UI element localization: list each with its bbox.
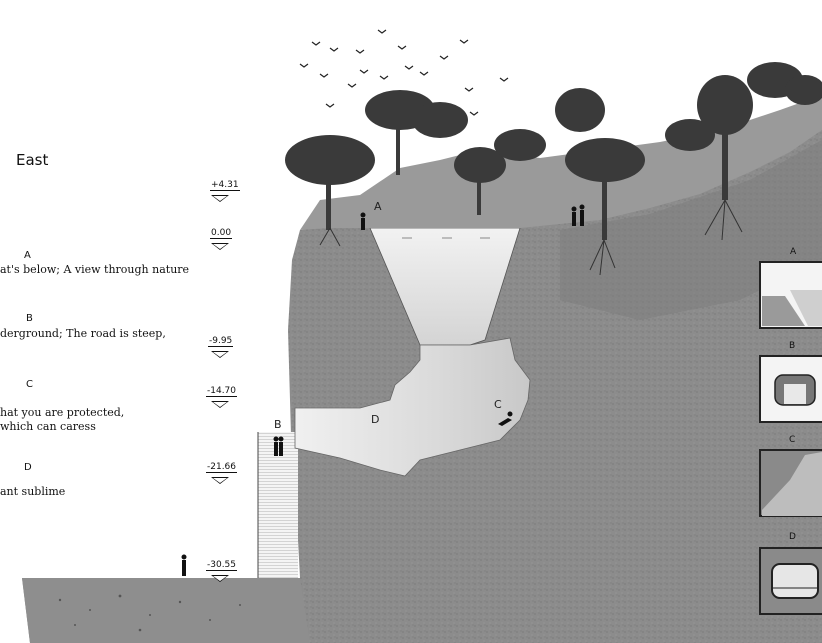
ground-speckles — [58, 594, 241, 632]
level-marker: +4.31 — [210, 180, 240, 191]
description-letter-c: C — [26, 379, 33, 390]
description-letter-b: B — [26, 313, 33, 324]
level-marker: -30.55 — [206, 560, 238, 571]
lower-ground — [22, 578, 310, 643]
level-arrow-icon — [211, 195, 229, 203]
level-arrow-icon — [211, 477, 229, 485]
description-a-text: at's below; A view through nature — [0, 263, 190, 276]
level-arrow-icon — [211, 351, 229, 359]
section-marker-b: B — [274, 418, 282, 431]
trees — [285, 62, 822, 240]
thumb-d-content — [771, 563, 819, 599]
grass-band — [300, 95, 822, 230]
thumb-c-content — [762, 452, 822, 516]
cavern-void — [294, 337, 531, 477]
description-letter-d: D — [24, 462, 32, 473]
level-marker: -21.66 — [206, 462, 238, 473]
roots — [319, 199, 743, 276]
section-marker-a: A — [374, 200, 382, 213]
thumb-a-content — [762, 296, 805, 326]
description-b-text: derground; The road is steep, — [0, 327, 166, 340]
stair-shaft — [258, 432, 298, 578]
earth-shade — [560, 140, 822, 320]
description-c-text-1: hat you are protected, — [0, 406, 125, 419]
page-title: East — [16, 151, 49, 169]
figures — [181, 204, 585, 576]
level-marker: -14.70 — [206, 386, 238, 397]
level-marker: 0.00 — [210, 228, 233, 239]
section-marker-d: D — [371, 413, 380, 426]
level-arrow-icon — [211, 575, 229, 583]
description-c-text-2: which can caress — [0, 420, 96, 433]
level-marker: -9.95 — [208, 336, 234, 347]
birds — [299, 29, 509, 116]
level-arrow-icon — [211, 243, 229, 251]
section-marker-c: C — [494, 398, 502, 411]
thumbnail-label-a: A — [790, 247, 797, 257]
thumbnail-label-d: D — [789, 532, 796, 542]
thumbnail-label-b: B — [789, 341, 796, 351]
description-d-text: ant sublime — [0, 485, 66, 498]
thumbnail-label-c: C — [789, 435, 796, 445]
level-arrow-icon — [211, 401, 229, 409]
description-letter-a: A — [24, 250, 31, 261]
